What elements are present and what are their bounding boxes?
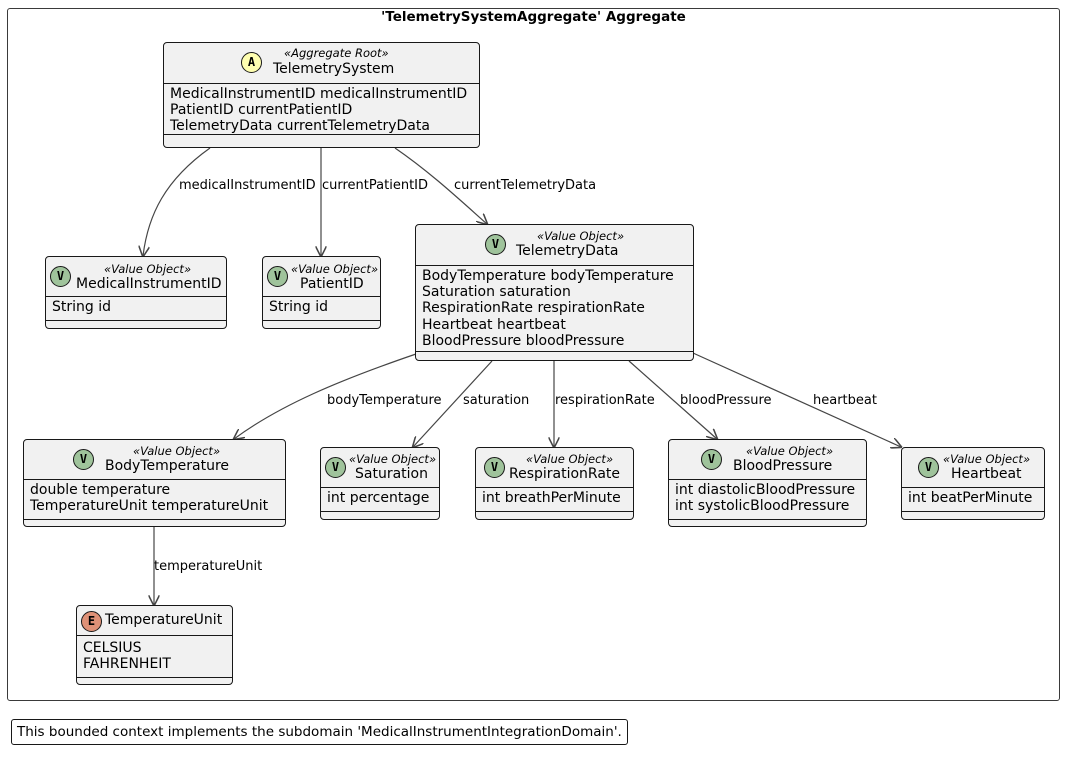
bounded-context-note: This bounded context implements the subd… [11, 719, 628, 745]
edge-label-saturation: saturation [463, 393, 530, 408]
attribute: PatientID currentPatientID [170, 102, 353, 119]
value-object-icon: V [325, 457, 346, 478]
edge-label-current-telemetry-data: currentTelemetryData [454, 178, 597, 193]
edge-label-current-patient-id: currentPatientID [322, 178, 429, 193]
attribute: Heartbeat heartbeat [422, 316, 566, 333]
stereotype: «Value Object» [133, 444, 221, 458]
value-object-icon: V [701, 449, 722, 470]
class-name: BloodPressure [733, 458, 833, 474]
attribute-list: int diastolicBloodPressure int systolicB… [669, 480, 866, 520]
attribute-list: int beatPerMinute [902, 488, 1044, 512]
class-name: PatientID [300, 276, 364, 292]
aggregate-root-icon: A [241, 52, 262, 73]
attribute-list: BodyTemperature bodyTemperature Saturati… [416, 266, 693, 352]
class-patient-id: V «Value Object» PatientID String id [262, 256, 381, 329]
attribute: int diastolicBloodPressure [675, 482, 856, 498]
class-name: Saturation [355, 466, 428, 482]
value-object-icon: V [50, 266, 71, 287]
stereotype: «Value Object» [291, 262, 379, 276]
edge-label-temperature-unit: temperatureUnit [154, 559, 263, 574]
attribute: TelemetryData currentTelemetryData [170, 118, 430, 135]
value-object-icon: V [267, 266, 288, 287]
attribute: String id [269, 299, 329, 315]
attribute-list: String id [46, 297, 226, 321]
edge-saturation [413, 360, 493, 447]
value-object-icon: V [918, 457, 939, 478]
stereotype: «Aggregate Root» [284, 46, 389, 60]
value-object-icon: V [485, 234, 506, 255]
value-object-icon: V [73, 449, 94, 470]
attribute: double temperature [30, 482, 171, 498]
edge-label-respiration-rate: respirationRate [555, 393, 655, 408]
edge-label-body-temperature: bodyTemperature [327, 393, 442, 408]
class-name: Heartbeat [951, 466, 1022, 482]
stereotype: «Value Object» [349, 452, 437, 466]
edge-label-medical-instrument-id: medicalInstrumentID [179, 178, 316, 193]
stereotype: «Value Object» [943, 452, 1031, 466]
attribute: int percentage [327, 490, 430, 506]
edge-heartbeat [692, 352, 901, 447]
attribute: Saturation saturation [422, 284, 571, 301]
class-name: BodyTemperature [105, 458, 230, 474]
class-name: MedicalInstrumentID [76, 276, 222, 292]
edge-label-heartbeat: heartbeat [813, 393, 877, 408]
class-body-temperature: V «Value Object» BodyTemperature double … [23, 439, 286, 527]
attribute-list: String id [263, 297, 380, 321]
class-name: TelemetrySystem [273, 61, 395, 77]
class-heartbeat: V «Value Object» Heartbeat int beatPerMi… [901, 447, 1045, 520]
attribute: RespirationRate respirationRate [422, 300, 645, 317]
enum-icon: E [81, 611, 102, 632]
aggregate-title: 'TelemetrySystemAggregate' Aggregate [381, 9, 686, 25]
enum-temperature-unit: E TemperatureUnit CELSIUS FAHRENHEIT [76, 605, 233, 685]
attribute: int beatPerMinute [908, 490, 1033, 506]
enum-value: CELSIUS [83, 640, 142, 656]
class-telemetry-system: A «Aggregate Root» TelemetrySystem Medic… [163, 42, 480, 148]
attribute-list: double temperature TemperatureUnit tempe… [24, 480, 285, 520]
enum-values: CELSIUS FAHRENHEIT [77, 636, 232, 678]
stereotype: «Value Object» [746, 444, 834, 458]
edge-label-blood-pressure: bloodPressure [680, 393, 772, 408]
class-saturation: V «Value Object» Saturation int percenta… [320, 447, 440, 520]
attribute: TemperatureUnit temperatureUnit [30, 498, 269, 515]
stereotype: «Value Object» [104, 262, 192, 276]
stereotype: «Value Object» [526, 452, 614, 466]
class-respiration-rate: V «Value Object» RespirationRate int bre… [475, 447, 634, 520]
stereotype: «Value Object» [537, 229, 625, 243]
attribute: int breathPerMinute [482, 490, 621, 506]
attribute: BodyTemperature bodyTemperature [422, 268, 674, 284]
edge-current-telemetry-data [394, 147, 487, 224]
attribute: int systolicBloodPressure [675, 498, 850, 515]
class-name: TemperatureUnit [105, 612, 223, 628]
attribute-list: int breathPerMinute [476, 488, 633, 512]
aggregate-frame [7, 8, 1060, 701]
edge-medical-instrument-id [143, 147, 211, 256]
value-object-icon: V [484, 457, 505, 478]
class-name: RespirationRate [509, 466, 621, 482]
attribute: String id [52, 299, 112, 315]
edge-blood-pressure [628, 360, 717, 439]
enum-value: FAHRENHEIT [83, 656, 171, 673]
class-medical-instrument-id: V «Value Object» MedicalInstrumentID Str… [45, 256, 227, 329]
class-name: TelemetryData [516, 243, 619, 259]
attribute-list: int percentage [321, 488, 439, 512]
class-telemetry-data: V «Value Object» TelemetryData BodyTempe… [415, 224, 694, 361]
attribute: BloodPressure bloodPressure [422, 332, 625, 349]
edge-body-temperature [234, 353, 417, 439]
attribute-list: MedicalInstrumentID medicalInstrumentID … [164, 84, 479, 135]
class-blood-pressure: V «Value Object» BloodPressure int diast… [668, 439, 867, 527]
attribute: MedicalInstrumentID medicalInstrumentID [170, 86, 468, 102]
